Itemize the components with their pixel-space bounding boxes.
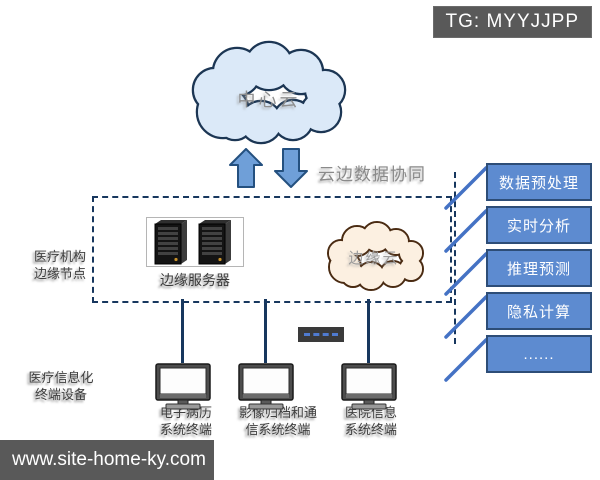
dashed-line-icon [304, 333, 338, 336]
service-connector-dashed-line [454, 172, 456, 344]
cloud-icon [191, 40, 347, 145]
service-box-privacy: 隐私计算 [486, 292, 592, 330]
service-box-preprocess: 数据预处理 [486, 163, 592, 201]
arrow-up-icon [229, 148, 263, 188]
service-box-more: ...... [486, 335, 592, 373]
org-side-label-line2: 边缘节点 [33, 266, 86, 281]
terminal-link-line [181, 299, 184, 363]
devices-side-label: 医疗信息化 终端设备 [20, 369, 102, 403]
terminal-label-line2: 系统终端 [159, 422, 212, 437]
edge-cloud-label: 边缘云 [348, 250, 400, 267]
desktop-monitor-icon [155, 363, 211, 410]
terminal-label-line2: 系统终端 [344, 422, 397, 437]
terminal-link-line [367, 299, 370, 363]
central-cloud-label: 中心云 [237, 90, 301, 110]
server-towers-icon [146, 217, 244, 267]
terminal-link-line [264, 299, 267, 363]
cloud-edge-sync-label: 云边数据协同 [318, 165, 426, 184]
site-watermark: www.site-home-ky.com [0, 440, 214, 480]
desktop-monitor-icon [238, 363, 294, 410]
devices-side-label-line2: 终端设备 [34, 387, 87, 402]
arrow-down-icon [274, 148, 308, 188]
service-box-realtime: 实时分析 [486, 206, 592, 244]
cloud-icon [327, 221, 424, 291]
org-side-label-line1: 医疗机构 [33, 249, 86, 264]
central-cloud-node: 中心云 [183, 40, 355, 148]
desktop-monitor-icon [341, 363, 397, 410]
data-flow-legend-chip [298, 327, 344, 342]
edge-server-label: 边缘服务器 [160, 272, 230, 288]
service-connector-lines [444, 166, 488, 382]
edge-cloud-node: 边缘云 [319, 221, 429, 293]
org-side-label: 医疗机构 边缘节点 [22, 248, 98, 282]
tg-watermark-badge: TG: MYYJJPP [432, 6, 592, 38]
service-box-inference: 推理预测 [486, 249, 592, 287]
edge-server-node: 边缘服务器 [146, 217, 244, 290]
terminal-label-line2: 信系统终端 [245, 422, 311, 437]
devices-side-label-line1: 医疗信息化 [28, 370, 94, 385]
